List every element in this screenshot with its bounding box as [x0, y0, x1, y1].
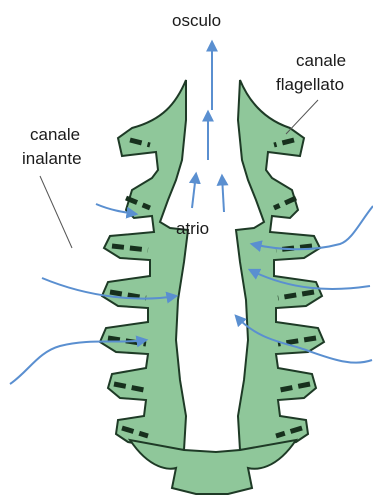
flagellated-canal-label-1: canale	[296, 51, 346, 70]
flagellated-canal-label-2: flagellato	[276, 75, 344, 94]
body-base	[130, 440, 296, 494]
atrium-arrow-left	[192, 174, 196, 208]
flagellated-canal-pointer	[286, 100, 318, 134]
osculum-label: osculo	[172, 11, 221, 30]
left-body-wall	[100, 80, 188, 450]
right-body-wall	[236, 80, 324, 450]
atrium-label: atrio	[176, 219, 209, 238]
incurrent-canal-label-2: inalante	[22, 149, 82, 168]
incurrent-canal-label-1: canale	[30, 125, 80, 144]
atrium-arrow-right	[222, 176, 224, 212]
incurrent-canal-pointer	[40, 176, 72, 248]
